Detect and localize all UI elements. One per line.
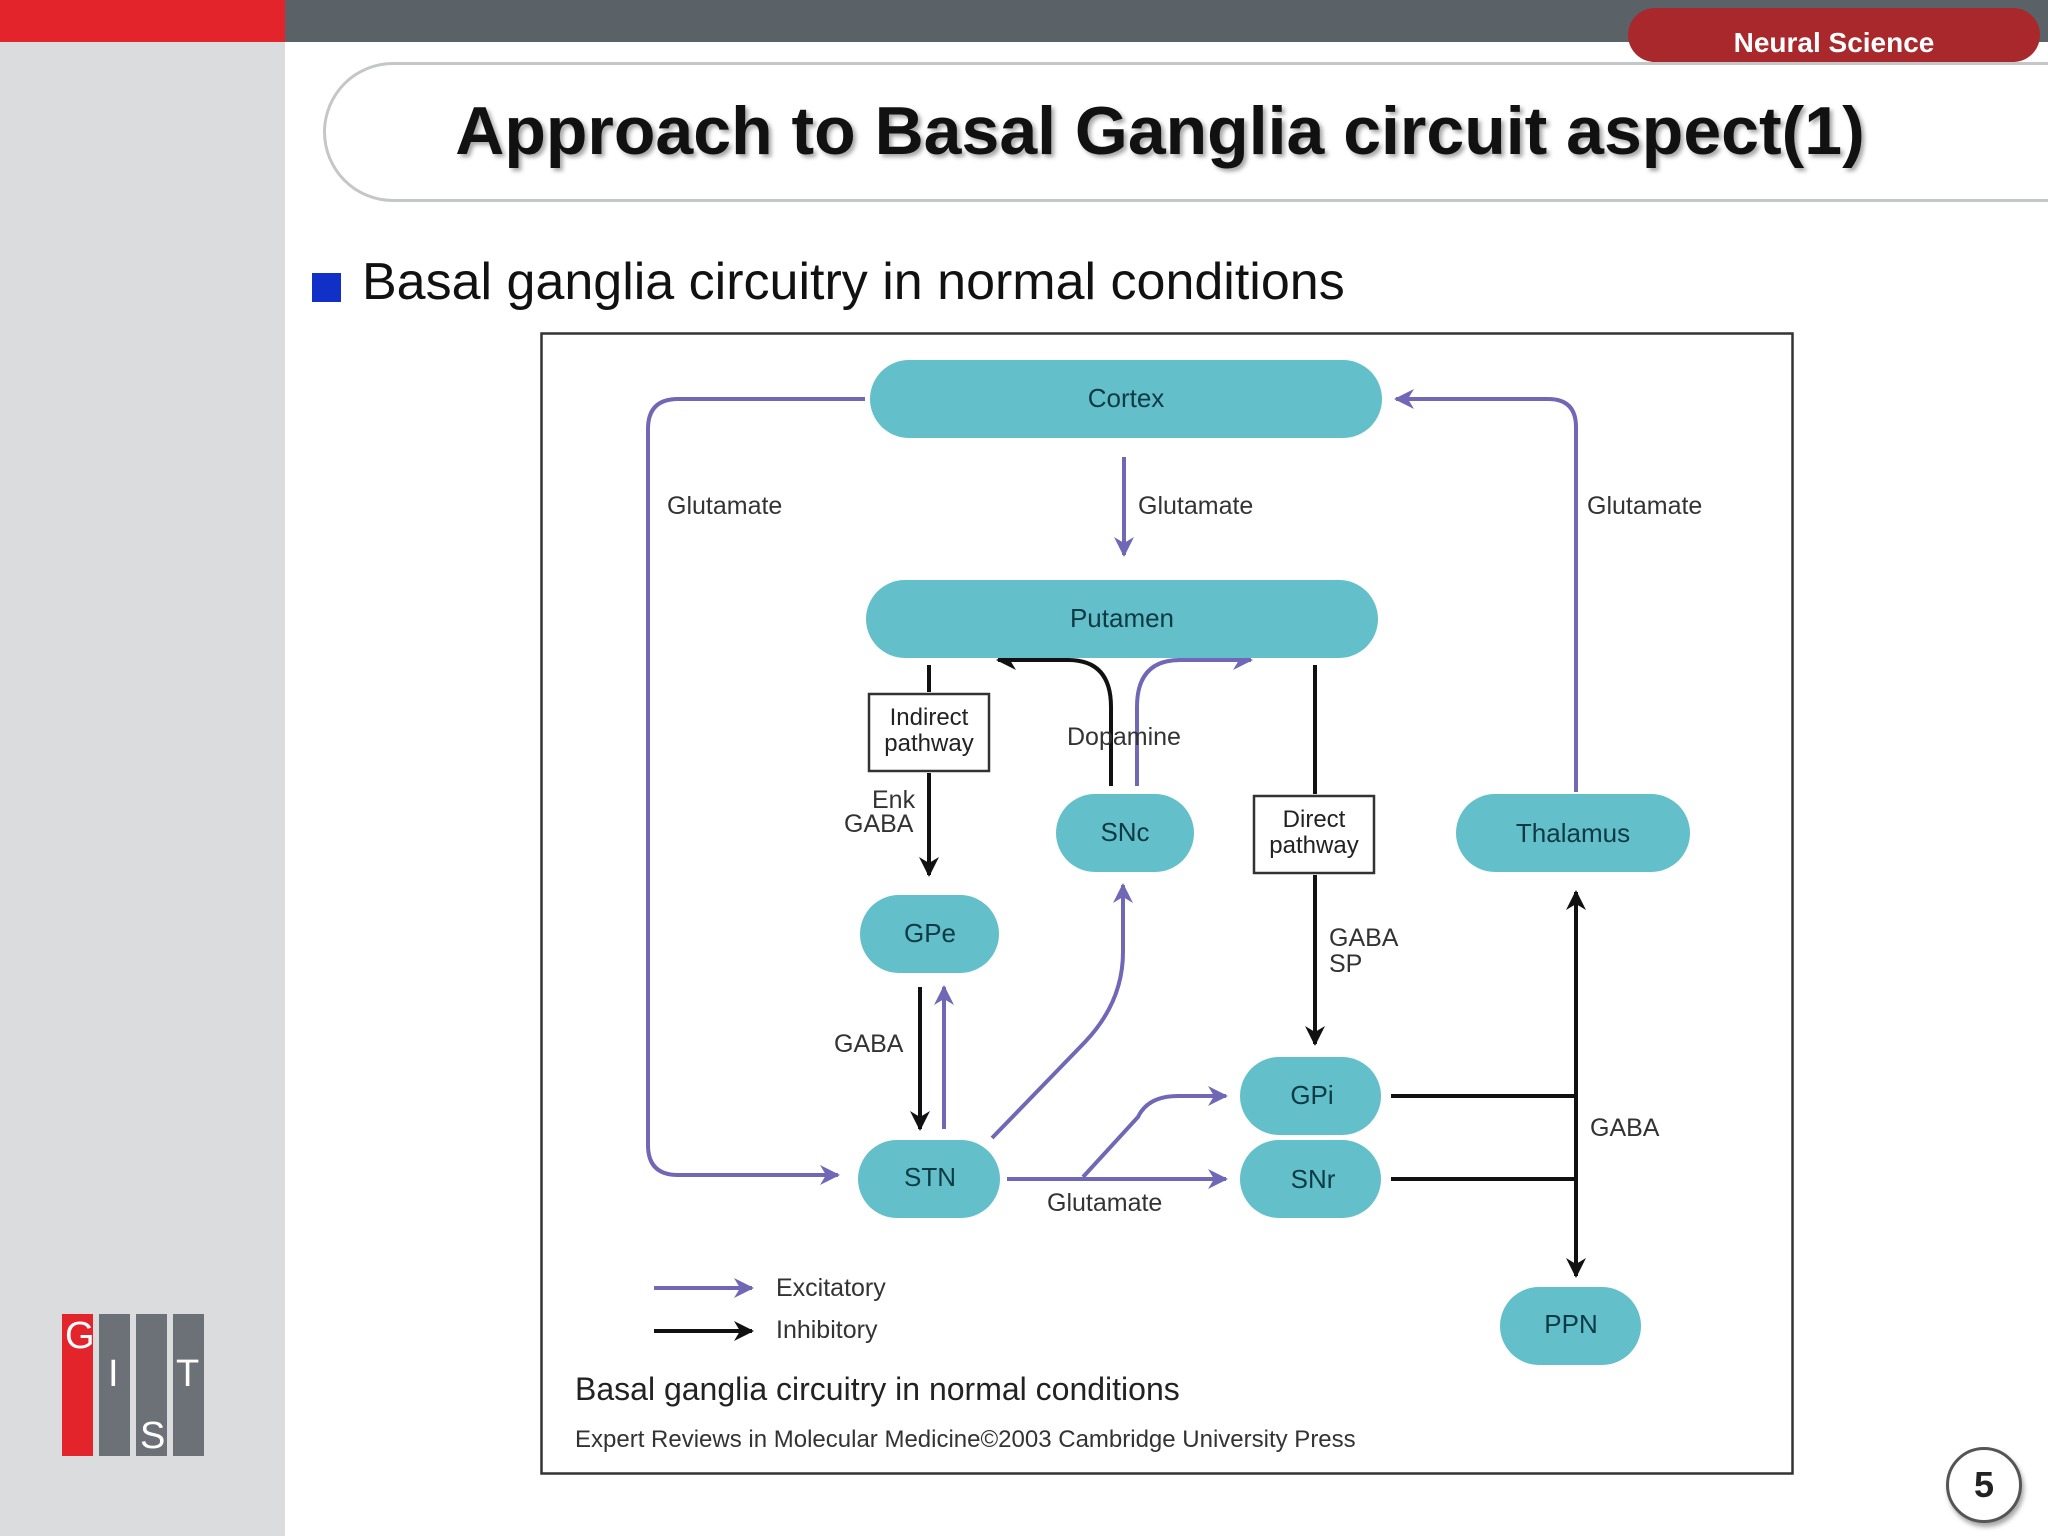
stn-to-snc-arrow [990, 883, 1133, 1140]
snr-node [1240, 1140, 1381, 1218]
indirect-pathway-label-1: Indirect [890, 704, 969, 731]
stn-node [858, 1140, 1000, 1218]
gist-logo: G I S T [62, 1314, 204, 1456]
indirect-pathway-label-2: pathway [884, 730, 973, 757]
top-bar-accent [0, 0, 285, 42]
basal-ganglia-diagram: Cortex Putamen SNc Thalamus GPe STN GPi … [540, 332, 1794, 1475]
glutamate-stn-label: Glutamate [1047, 1189, 1162, 1217]
thalamus-to-cortex-arrow [1394, 389, 1578, 792]
course-tag: Neural Science [1628, 8, 2040, 62]
putamen-label: Putamen [1070, 603, 1174, 633]
glutamate-center-label: Glutamate [1138, 492, 1253, 520]
gpe-node [860, 895, 999, 973]
stn-to-gpi-arrow [1081, 1086, 1228, 1179]
gaba-indirect-label: GABA [844, 810, 914, 838]
bullet-text: Basal ganglia circuitry in normal condit… [362, 253, 1345, 311]
glutamate-left-label: Glutamate [667, 492, 782, 520]
logo-letter-t: T [176, 1353, 199, 1395]
sp-label: SP [1329, 950, 1362, 978]
ppn-label: PPN [1544, 1309, 1597, 1339]
gaba-output-label: GABA [1590, 1114, 1660, 1142]
cortex-node [870, 360, 1382, 438]
gpi-node [1240, 1057, 1381, 1135]
legend-excitatory-label: Excitatory [776, 1274, 886, 1302]
title-frame [323, 62, 2048, 202]
cortex-label: Cortex [1088, 383, 1165, 413]
gpe-label: GPe [904, 918, 956, 948]
left-sidebar [0, 42, 285, 1536]
legend-inhibitory-label: Inhibitory [776, 1316, 878, 1344]
logo-letter-g: G [65, 1315, 95, 1357]
enk-label: Enk [872, 786, 916, 814]
thalamus-label: Thalamus [1516, 818, 1630, 848]
bullet-square-icon [312, 273, 341, 302]
snc-to-putamen-inhibitory-arrow [996, 650, 1113, 786]
ppn-node [1500, 1287, 1641, 1365]
diagram-caption: Basal ganglia circuitry in normal condit… [575, 1371, 1180, 1407]
putamen-node [866, 580, 1378, 658]
logo-letter-s: S [140, 1415, 165, 1456]
glutamate-right-label: Glutamate [1587, 492, 1702, 520]
stn-label: STN [904, 1162, 956, 1192]
dopamine-label: Dopamine [1067, 723, 1181, 751]
thalamus-node [1456, 794, 1690, 872]
gaba-direct-label: GABA [1329, 924, 1399, 952]
snc-to-putamen-arrow [1135, 650, 1253, 786]
direct-pathway-box [1252, 794, 1376, 875]
direct-pathway-label-2: pathway [1269, 832, 1358, 859]
gpi-label: GPi [1290, 1080, 1333, 1110]
cortex-to-stn-arrow [646, 397, 865, 1185]
indirect-pathway-box [867, 692, 991, 773]
diagram-credit: Expert Reviews in Molecular Medicine©200… [575, 1426, 1356, 1453]
gaba-gpe-stn-label: GABA [834, 1030, 904, 1058]
logo-letter-i: I [108, 1353, 119, 1395]
snc-label: SNc [1100, 817, 1149, 847]
snc-node [1056, 794, 1194, 872]
snr-label: SNr [1291, 1164, 1336, 1194]
page-number: 5 [1946, 1447, 2022, 1523]
slide-title: Approach to Basal Ganglia circuit aspect… [455, 93, 1865, 169]
direct-pathway-label-1: Direct [1283, 806, 1346, 833]
